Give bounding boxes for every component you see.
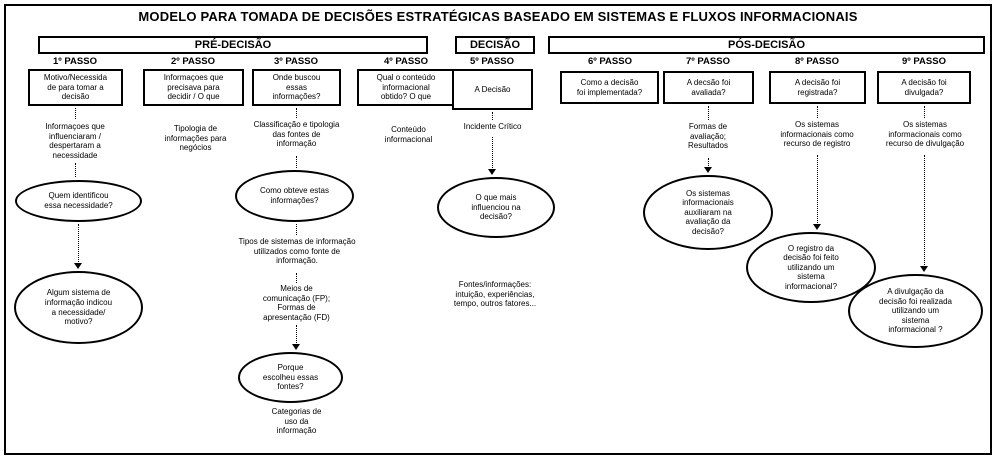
step-label-9: 9º PASSO [902,56,946,67]
arrowhead-step1 [74,263,82,269]
step-box-6: Como a decisão foi implementada? [560,71,659,104]
connector-step5-a [492,112,493,120]
connector-step3-e [296,325,297,345]
ellipse-step8-registro-feito: O registro da decisão foi feito utilizan… [746,232,876,303]
step-box-9: A decisão foi divulgada? [877,71,971,104]
phase-bar-pos-decisao: PÓS-DECISÃO [548,36,985,54]
step-label-7: 7º PASSO [686,56,730,67]
arrowhead-step3 [292,344,300,350]
step-label-1: 1º PASSO [53,56,97,67]
step-box-4: Qual o conteúdo informacional obtido? O … [357,69,455,106]
note-step2-tipologia: Tipologia de informações para negócios [164,124,227,153]
step-label-4: 4º PASSO [384,56,428,67]
connector-step3-a [296,108,297,118]
step-label-2: 2º PASSO [171,56,215,67]
note-step3-meios: Meios de comunicação (FP); Formas de apr… [262,284,331,322]
ellipse-step3-como-obteve: Como obteve estas informações? [235,170,354,222]
note-step3-classificacao: Classificação e tipologia das fontes de … [253,120,340,149]
step-box-1: Motivo/Necessida de para tomar a decisão [28,69,123,106]
note-step3-categorias: Categorias de uso da informação [271,407,322,436]
step-label-6: 6º PASSO [588,56,632,67]
note-step1-informacoes: Informaçoes que influenciaram / desperta… [45,122,105,160]
connector-step7-b [708,158,709,168]
step-box-8: A decisão foi registrada? [769,71,866,104]
connector-step1-c [78,224,79,264]
step-label-5: 5º PASSO [470,56,514,67]
phase-bar-decisao: DECISÃO [455,36,535,54]
note-step5-incidente: Incidente Crítico [463,122,522,131]
outer-border [4,4,992,455]
ellipse-step5-o-que-mais: O que mais influenciou na decisão? [437,177,555,238]
note-step5-fontes: Fontes/informações: intuição, experiênci… [453,280,537,309]
connector-step7-a [708,106,709,120]
step-box-3: Onde buscou essas informações? [252,69,341,106]
connector-step3-b [296,156,297,168]
step-box-5: A Decisão [452,69,533,110]
ellipse-step1-algum-sistema: Algum sistema de informação indicou a ne… [14,271,143,344]
arrowhead-step5 [488,169,496,175]
note-step8-sistemas-registro: Os sistemas informacionais como recurso … [780,120,854,149]
connector-step3-d [296,273,297,283]
connector-step1-b [75,163,76,177]
arrowhead-step8 [813,224,821,230]
connector-step5-b [492,137,493,170]
connector-step9-a [924,106,925,118]
diagram-title: MODELO PARA TOMADA DE DECISÕES ESTRATÉGI… [138,9,858,24]
note-step4-conteudo: Conteúdo informacional [384,125,433,144]
step-box-7: A decsão foi avaliada? [663,71,754,104]
arrowhead-step7 [704,167,712,173]
step-label-8: 8º PASSO [795,56,839,67]
ellipse-step9-divulgacao-realizada: A divulgação da decisão foi realizada ut… [848,274,983,348]
connector-step3-c [296,224,297,235]
connector-step8-a [817,106,818,118]
step-label-3: 3º PASSO [274,56,318,67]
ellipse-step3-porque-escolheu: Porque escolheu essas fontes? [238,352,343,403]
connector-step8-b [817,155,818,225]
ellipse-step1-quem-identificou: Quem identificou essa necessidade? [15,180,142,222]
step-box-2: Informaçoes que precisava para decidir /… [143,69,244,106]
note-step7-formas: Formas de avaliação; Resultados [687,122,729,151]
note-step9-sistemas-divulgacao: Os sistemas informacionais como recurso … [885,120,965,149]
arrowhead-step9 [920,266,928,272]
phase-bar-pre-decisao: PRÉ-DECISÃO [38,36,428,54]
ellipse-step7-sistemas-auxiliaram: Os sistemas informacionais auxiliaram na… [643,175,773,250]
note-step3-tipos-sistemas: Tipos de sistemas de informação utilizad… [238,237,356,266]
connector-step1-a [75,108,76,119]
connector-step9-b [924,155,925,267]
